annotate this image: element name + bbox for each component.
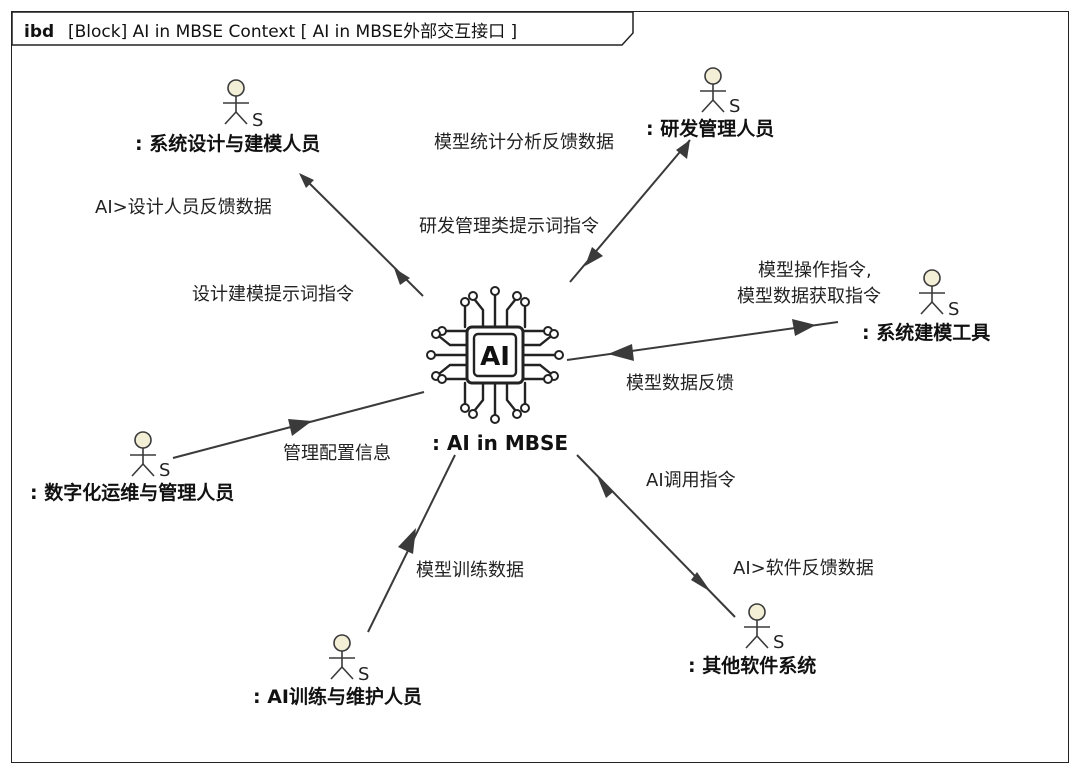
arrow-to-tool: [792, 319, 816, 336]
actor-stereotype: S: [358, 664, 369, 685]
flow-label-ai-to-tool-line2: 模型数据获取指令: [737, 286, 881, 307]
flow-label-trainer-to-ai: 模型训练数据: [416, 560, 524, 581]
connectors: [172, 139, 839, 633]
flow-label-ai-to-tool-line1: 模型操作指令,: [758, 260, 872, 281]
actor-other-software[interactable]: S : 其他软件系统: [688, 603, 816, 677]
arrow-to-ai-from-rd: [585, 247, 603, 266]
actor-stereotype: S: [729, 96, 740, 117]
diagram-title-tab: ibd [Block] AI in MBSE Context [ AI in M…: [11, 11, 634, 46]
actor-stereotype: S: [252, 110, 263, 131]
actor-stereotype: S: [773, 632, 784, 653]
actor-stereotype: S: [159, 460, 170, 481]
actor-name: : 其他软件系统: [688, 654, 816, 677]
actor-icon: [222, 79, 250, 125]
chip-label: AI: [480, 342, 510, 372]
arrow-to-designer: [299, 173, 314, 188]
arrow-to-rd-manager: [676, 140, 690, 159]
actor-icon: [743, 603, 771, 649]
actor-name: : AI训练与维护人员: [253, 685, 422, 708]
actor-name: : 研发管理人员: [646, 117, 774, 140]
arrow-to-ai-from-designer: [394, 268, 410, 285]
actor-stereotype: S: [948, 299, 959, 320]
actor-designer[interactable]: S : 系统设计与建模人员: [135, 79, 320, 155]
actor-trainer[interactable]: S : AI训练与维护人员: [253, 634, 422, 708]
actor-icon: [699, 67, 727, 113]
actor-name: : 系统设计与建模人员: [135, 132, 320, 155]
arrow-to-ai-from-tool: [608, 344, 634, 361]
actor-icon: [918, 269, 946, 315]
flow-label-ai-to-designer: AI>设计人员反馈数据: [95, 197, 272, 218]
flow-label-tool-to-ai: 模型数据反馈: [626, 373, 734, 394]
flow-label-rd-manager-to-ai: 研发管理类提示词指令: [419, 216, 599, 237]
flow-label-digital-ops-to-ai: 管理配置信息: [283, 443, 391, 464]
actor-modeling-tool[interactable]: S : 系统建模工具: [862, 269, 990, 344]
actor-icon: [328, 634, 356, 680]
arrow-to-ai-from-trainer: [398, 528, 416, 554]
flow-label-ai-to-rd-manager: 模型统计分析反馈数据: [434, 132, 614, 153]
flow-label-other-to-ai: AI调用指令: [646, 470, 736, 491]
flow-label-designer-to-ai: 设计建模提示词指令: [192, 284, 354, 305]
actor-rd-manager[interactable]: S : 研发管理人员: [646, 67, 774, 140]
arrow-to-other-software: [691, 572, 711, 592]
actor-name: : 数字化运维与管理人员: [30, 481, 234, 504]
actor-name: : 系统建模工具: [862, 321, 990, 344]
center-block-name[interactable]: : AI in MBSE: [432, 431, 568, 455]
actor-icon: [129, 431, 157, 477]
flow-label-ai-to-other: AI>软件反馈数据: [733, 558, 874, 579]
diagram-kind: ibd: [24, 22, 54, 42]
actor-digital-ops[interactable]: S : 数字化运维与管理人员: [30, 431, 234, 504]
arrow-to-ai-from-ops: [288, 419, 312, 436]
arrow-to-ai-from-other: [597, 476, 613, 498]
ai-chip-icon: AI: [426, 286, 564, 424]
diagram-title: [Block] AI in MBSE Context [ AI in MBSE外…: [68, 22, 517, 42]
